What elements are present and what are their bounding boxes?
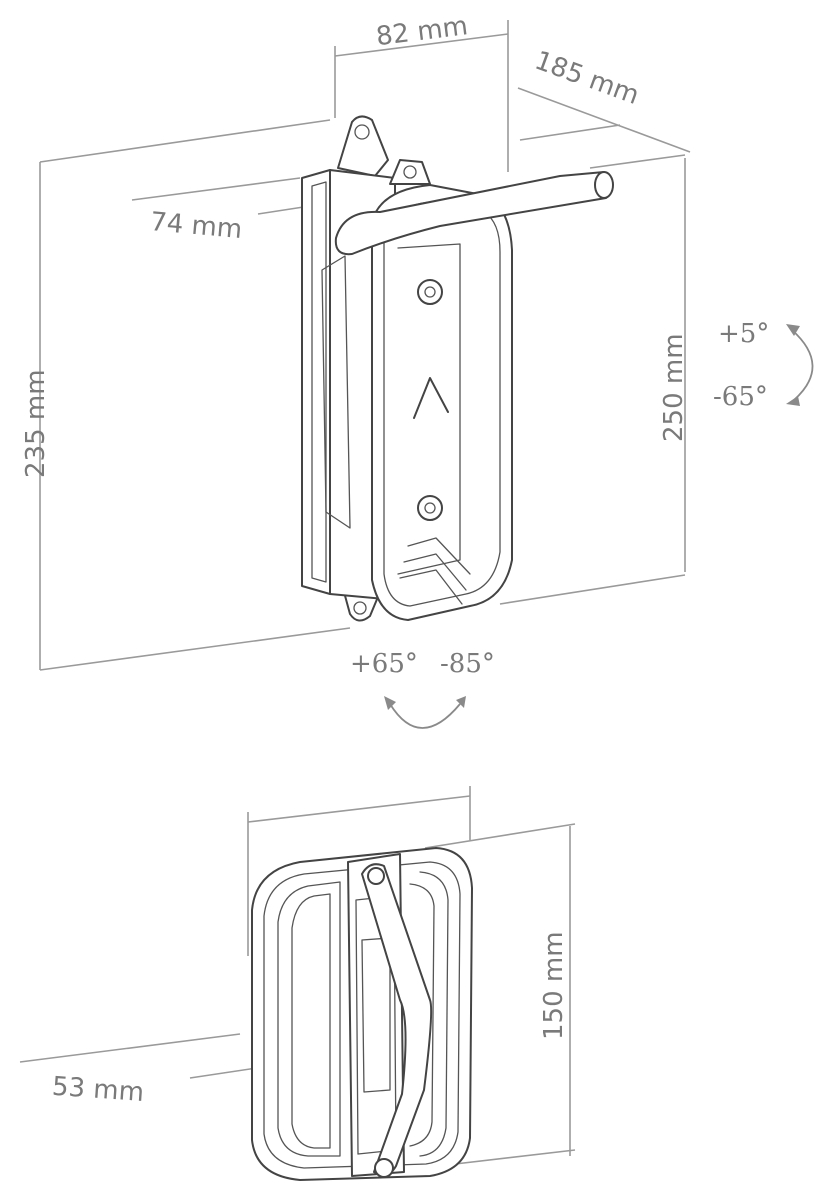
wall-plane	[39, 119, 686, 671]
label-235mm: 235 mm	[21, 369, 51, 478]
label-74mm: 74 mm	[149, 207, 243, 245]
label-185mm: 185 mm	[531, 46, 643, 111]
tilt-indicator: +5° -65°	[713, 319, 814, 412]
label-82mm: 82 mm	[374, 11, 469, 52]
label-tilt-up: +5°	[718, 319, 769, 349]
bottom-dimensions: 53 mm 150 mm	[19, 786, 576, 1167]
label-swivel-right: -85°	[440, 649, 495, 679]
label-150mm: 150 mm	[539, 931, 569, 1040]
speaker-rear	[251, 847, 473, 1181]
label-swivel-left: +65°	[350, 649, 418, 679]
dimension-74mm: 74 mm	[131, 177, 311, 245]
swivel-indicator: +65° -85°	[350, 649, 495, 729]
swivel-arm	[334, 159, 614, 256]
label-250mm: 250 mm	[659, 333, 689, 442]
label-tilt-down: -65°	[713, 382, 768, 412]
label-53mm: 53 mm	[51, 1072, 145, 1108]
speaker-body	[371, 184, 513, 621]
